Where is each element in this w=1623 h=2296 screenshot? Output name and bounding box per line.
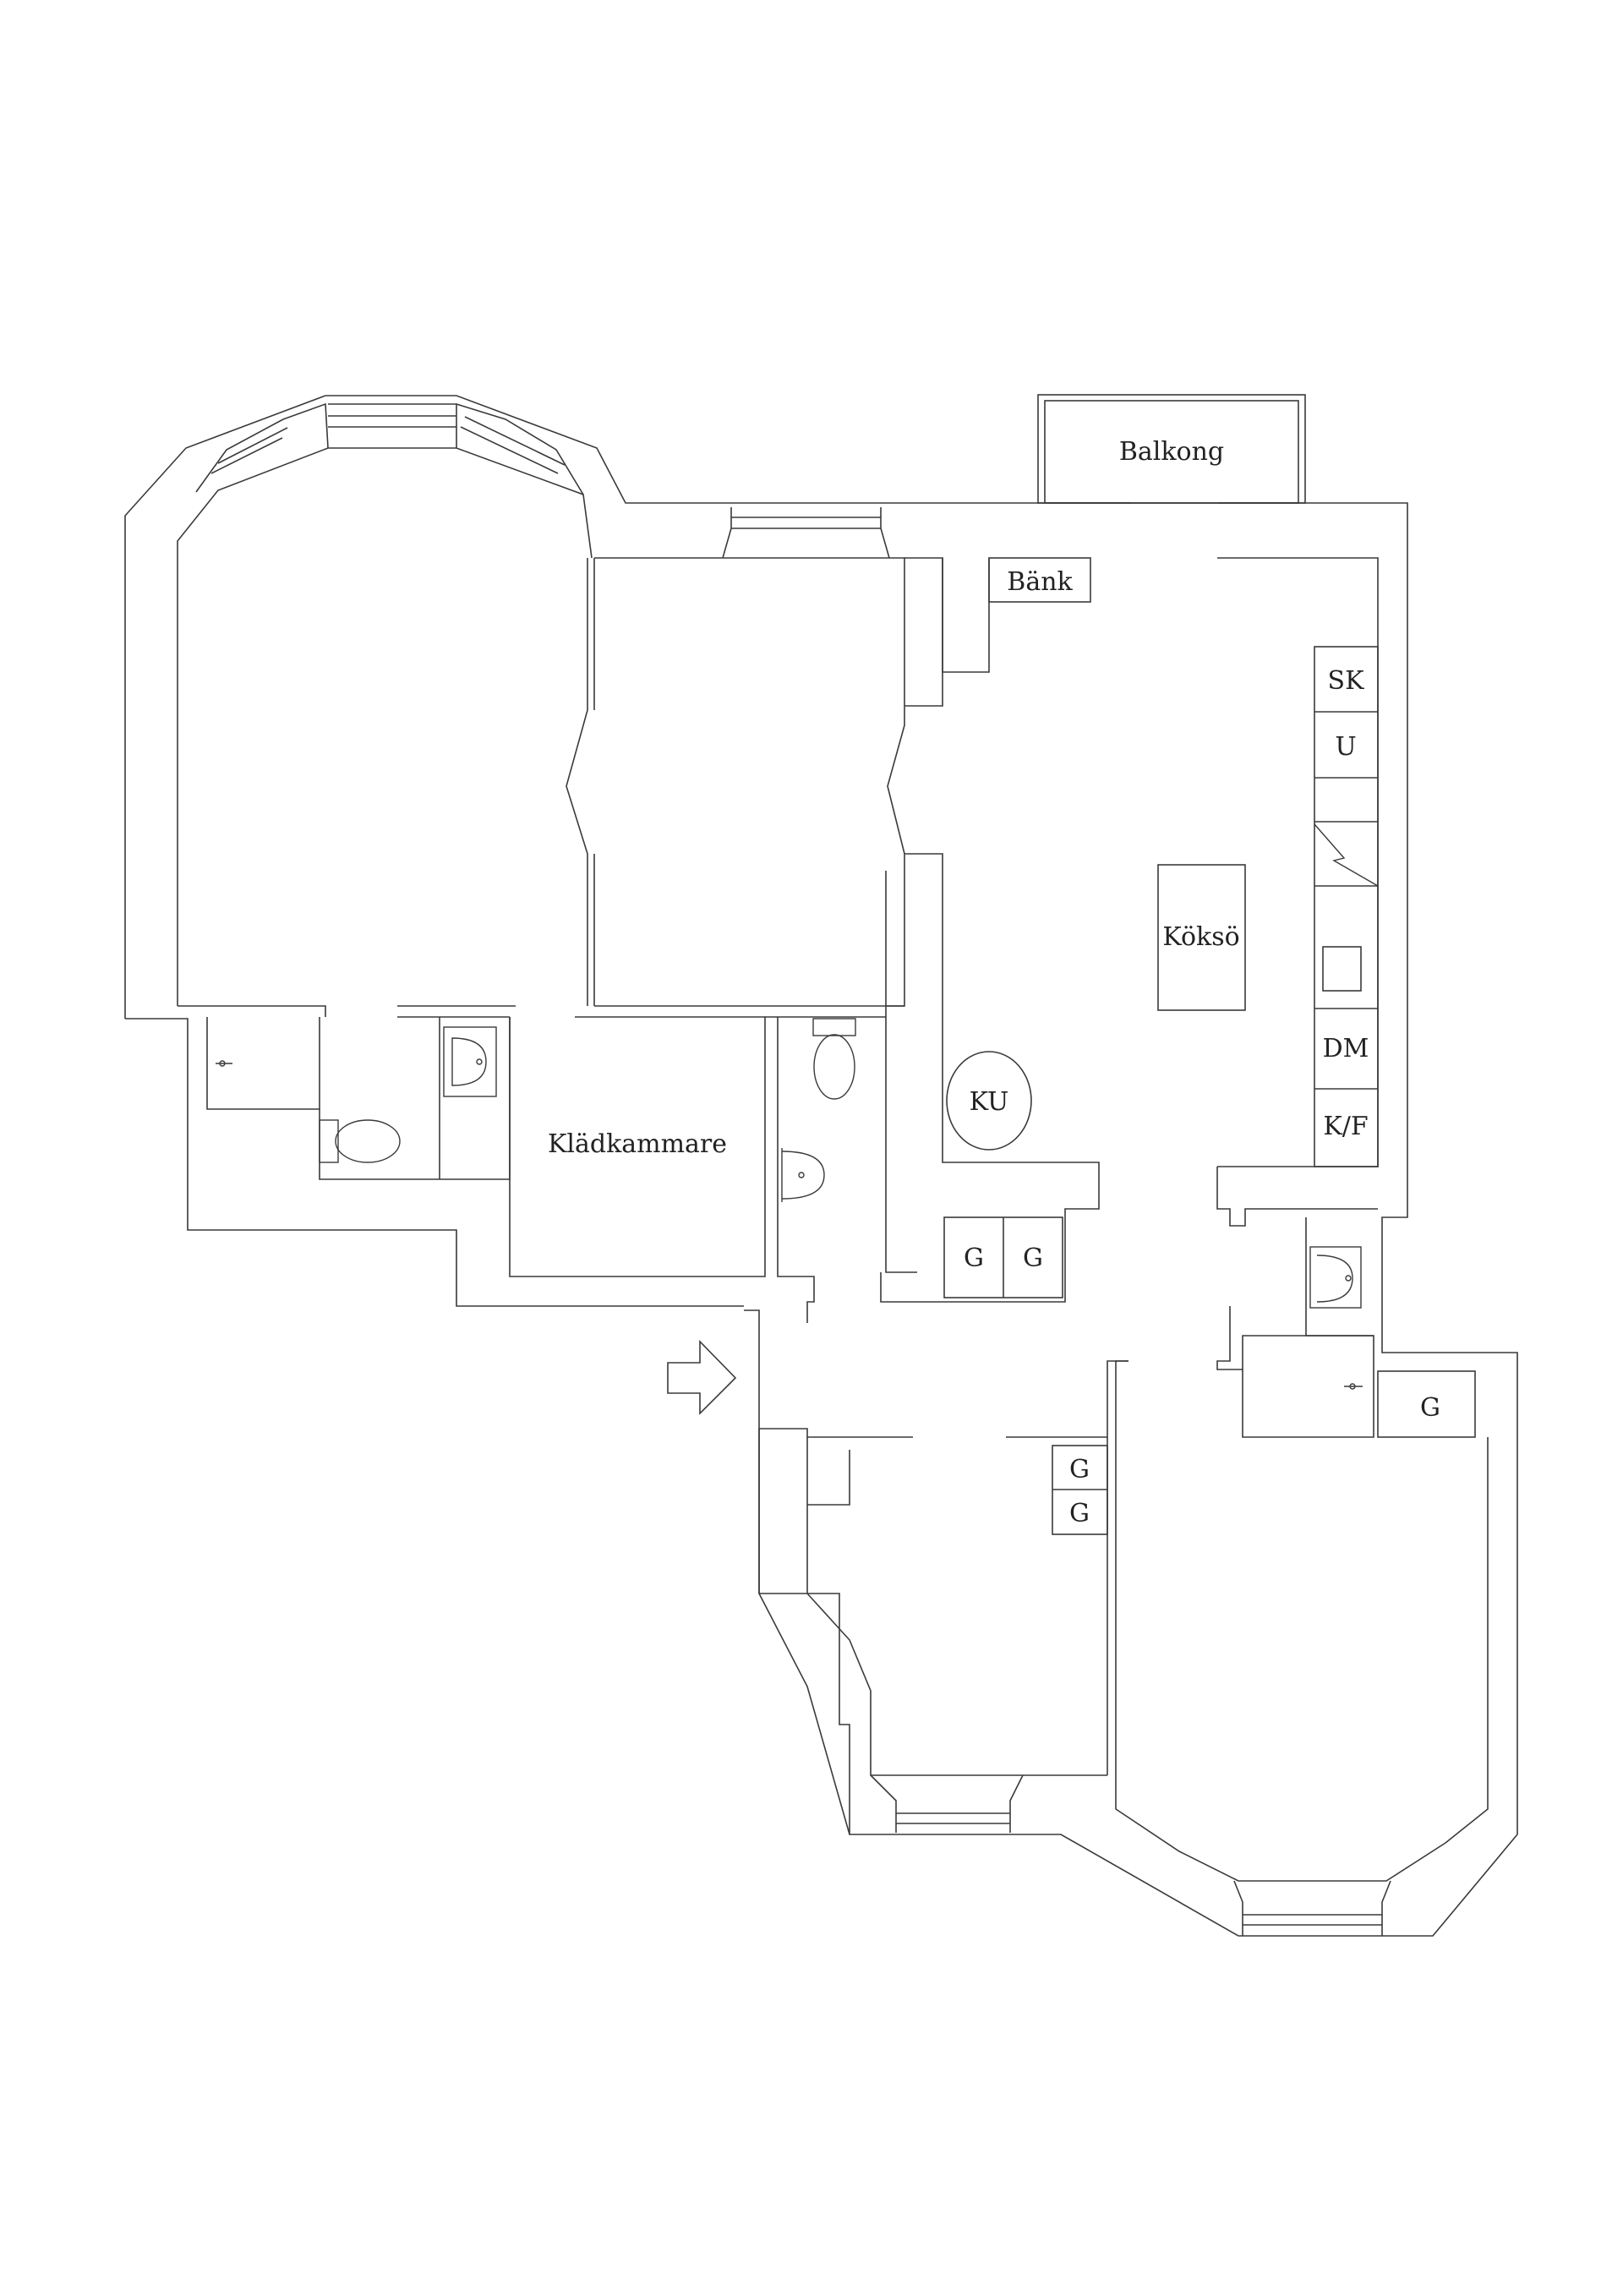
balkong-label: Balkong — [1119, 437, 1224, 467]
kitchen-cabinets: SK U DM K/F — [1314, 646, 1379, 1167]
lightning-icon — [1314, 823, 1379, 887]
left-bedroom-walls — [178, 558, 595, 1017]
g-cabinets-center: G G — [943, 1216, 1063, 1298]
toilet-icon — [319, 1119, 401, 1163]
entrance-arrow-icon — [667, 1340, 737, 1415]
center-bathroom — [765, 1016, 886, 1323]
kokso-label: Köksö — [1162, 922, 1239, 952]
g1-label: G — [964, 1244, 984, 1273]
toilet-icon-center — [812, 1018, 856, 1100]
sink-icon — [443, 1026, 497, 1097]
balcony: Balkong — [1037, 394, 1306, 504]
bank-label: Bänk — [1007, 567, 1073, 597]
left-bathroom — [206, 1016, 511, 1180]
g2-label: G — [1023, 1244, 1043, 1273]
middle-room-walls — [594, 557, 917, 1273]
g3-label: G — [1069, 1455, 1090, 1484]
window-bottom-right — [1233, 1880, 1391, 1936]
lower-left-room: G G — [758, 1360, 1128, 1835]
ku-oval — [946, 1051, 1032, 1151]
g5-label: G — [1420, 1393, 1440, 1423]
u-label: U — [1335, 732, 1356, 762]
bay-window-top-left — [195, 402, 584, 495]
ku-label: KU — [970, 1087, 1009, 1117]
dm-label: DM — [1323, 1034, 1369, 1063]
stove-icon — [1322, 946, 1362, 992]
kitchen-island — [1157, 864, 1246, 1011]
kladkammare-room: Klädkammare — [509, 1016, 766, 1277]
right-bathroom: G — [1216, 1217, 1476, 1438]
window-top-middle — [722, 507, 890, 559]
kitchen-walls: Bänk Köksö KU — [880, 557, 1378, 1303]
lower-right-room — [1115, 1360, 1489, 1882]
sk-label: SK — [1328, 666, 1365, 696]
outer-walls — [124, 395, 1518, 1937]
g4-label: G — [1069, 1499, 1090, 1528]
sink-icon-center — [781, 1148, 825, 1202]
sink-icon-right — [1309, 1246, 1362, 1309]
kf-label: K/F — [1323, 1112, 1368, 1141]
kladkammare-label: Klädkammare — [548, 1129, 727, 1159]
window-bottom-left — [870, 1774, 1024, 1833]
shower-icon-right — [1344, 1383, 1363, 1390]
